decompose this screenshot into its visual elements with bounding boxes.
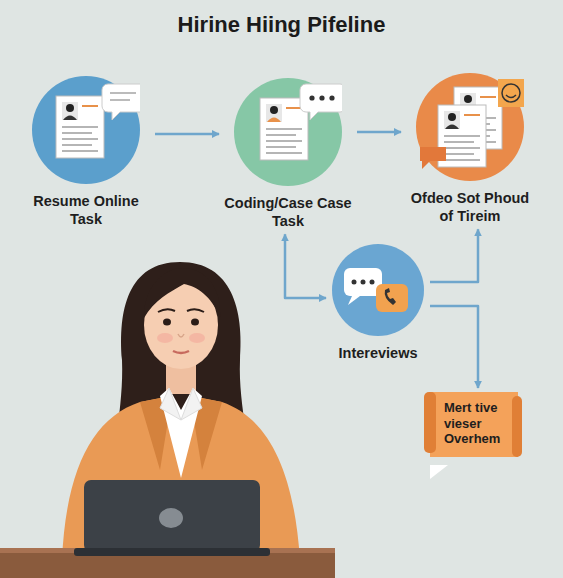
- flow-arrow: [155, 133, 219, 136]
- flow-arrow: [285, 234, 326, 298]
- note-text: Mert tive vieser Overhem: [430, 392, 518, 457]
- stage-label: Intereviews: [330, 344, 426, 362]
- stage-circle: Intereviews: [330, 244, 426, 362]
- flow-arrow: [430, 229, 478, 282]
- circle-icon: [234, 78, 342, 186]
- stage-label: Ofdeo Sot Phoud of Tireim: [405, 189, 535, 225]
- stage-circle: Ofdeo Sot Phoud of Tireim: [405, 73, 535, 225]
- stage-label: Resume Online Task: [21, 192, 151, 228]
- note-scroll: Mert tive vieser Overhem: [430, 392, 518, 457]
- stage-label: Coding/Case Case Task: [223, 194, 353, 230]
- circle-icon: [332, 244, 424, 336]
- flow-arrow: [357, 131, 401, 134]
- flow-arrow: [430, 306, 478, 388]
- circle-icon: [32, 76, 140, 184]
- stage-circle: Coding/Case Case Task: [223, 78, 353, 230]
- stage-circle: Resume Online Task: [21, 76, 151, 228]
- diagram-title: Hirine Hiing Pifeline: [0, 12, 563, 38]
- circle-icon: [416, 73, 524, 181]
